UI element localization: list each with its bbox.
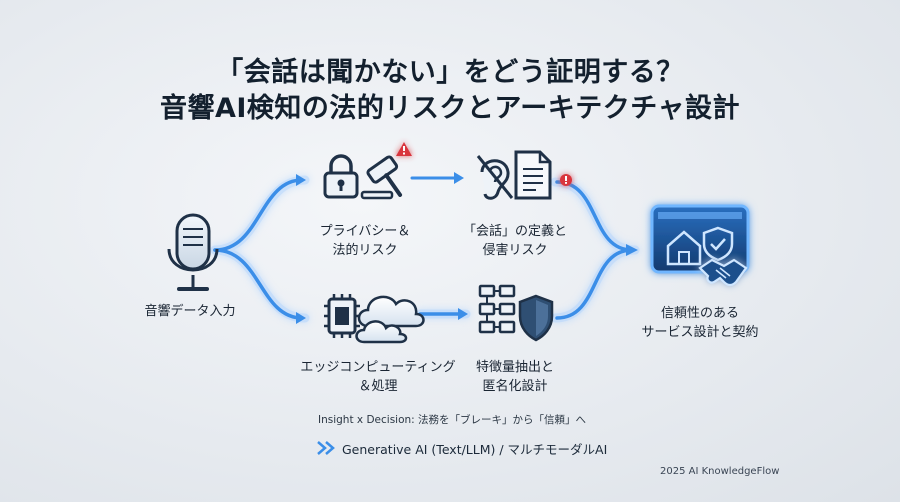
node-label-privacy: プライバシー＆ 法的リスク — [300, 222, 430, 260]
handshake-icon — [698, 258, 748, 287]
node-label-output-line1: 信頼性のある — [660, 306, 739, 321]
node-label-input: 音響データ入力 — [144, 304, 236, 319]
node-label-features-line1: 特徴量抽出と — [475, 360, 554, 375]
warning-icon — [396, 142, 412, 156]
cloud-icon — [355, 295, 425, 344]
model-text: Generative AI (Text/LLM) / マルチモーダルAI — [342, 442, 608, 457]
double-chevron-icon — [317, 441, 335, 455]
lock-icon — [323, 154, 359, 199]
page-title-line2: 音響AI検知の法的リスクとアーキテクチャ設計 — [159, 93, 741, 124]
node-label-edge: エッジコンピューティング ＆処理 — [288, 358, 468, 396]
gavel-icon — [360, 155, 403, 200]
flow-line-input-to-edge — [213, 248, 304, 320]
flow-line-features-to-output — [555, 248, 634, 320]
node-label-conversation: 「会話」の定義と 侵害リスク — [450, 222, 580, 260]
monitor-home-shield-icon — [650, 204, 750, 274]
flow-line-conversation-to-output — [555, 180, 634, 252]
flow-lines — [210, 161, 640, 324]
chip-icon — [324, 294, 360, 338]
node-label-conversation-line1: 「会話」の定義と — [462, 224, 567, 239]
insight-text: Insight x Decision: 法務を「ブレーキ」から「信頼」へ — [318, 414, 587, 426]
credit-text: 2025 AI KnowledgeFlow — [660, 466, 780, 477]
shield-icon — [518, 294, 554, 342]
flow-line-input-to-privacy — [213, 178, 304, 252]
node-label-features: 特徴量抽出と 匿名化設計 — [450, 358, 580, 396]
document-icon — [514, 150, 552, 200]
node-label-output: 信頼性のある サービス設計と契約 — [610, 304, 790, 342]
node-label-privacy-line2: 法的リスク — [332, 243, 398, 258]
microphone-icon — [167, 213, 219, 291]
node-label-privacy-line1: プライバシー＆ — [319, 224, 411, 239]
node-label-features-line2: 匿名化設計 — [482, 379, 548, 394]
node-label-edge-line1: エッジコンピューティング — [300, 360, 456, 375]
node-label-edge-line2: ＆処理 — [358, 379, 398, 394]
ear-slash-icon — [476, 155, 514, 200]
node-label-output-line2: サービス設計と契約 — [641, 325, 759, 340]
node-label-conversation-line2: 侵害リスク — [482, 243, 548, 258]
alert-icon — [560, 174, 572, 186]
page-title-line1: 「会話は聞かない」をどう証明する？ — [216, 57, 684, 88]
flowchart-icon — [478, 284, 516, 334]
